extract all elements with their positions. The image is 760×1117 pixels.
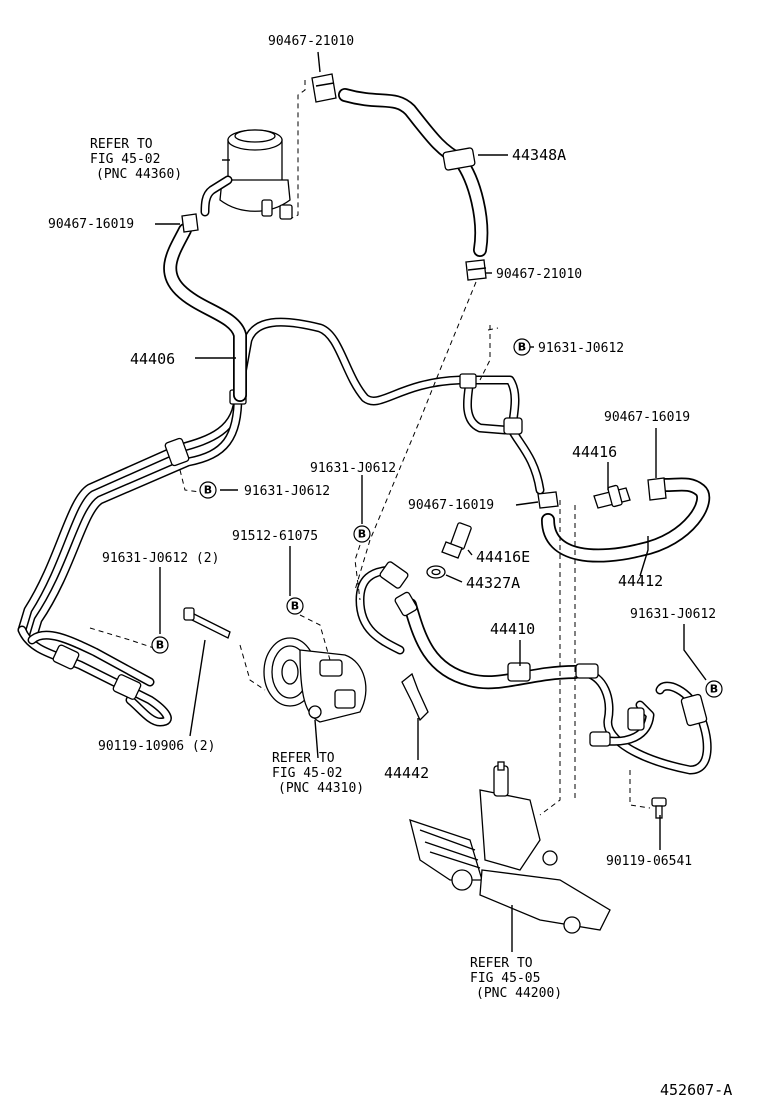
badge-b-right: B [705, 680, 723, 698]
union-44416 [593, 484, 631, 509]
badge-b-top: B [513, 338, 531, 356]
power-steering-pump [263, 637, 367, 723]
reservoir [200, 129, 293, 220]
pressure-hose-44410 [355, 561, 582, 690]
figure-id: 452607-A [660, 1081, 732, 1099]
label-bolt-91512: 91512-61075 [232, 529, 318, 544]
label-reservoir-ref-3: (PNC 44360) [96, 167, 182, 182]
label-bolt-b-left: 91631-J0612 [244, 484, 330, 499]
badge-b-bolt91512: B [286, 597, 304, 615]
badge-b-pair: B [151, 636, 169, 654]
label-gasket-44327a: 44327A [466, 574, 520, 592]
svg-text:B: B [358, 528, 366, 541]
label-union-44416e: 44416E [476, 548, 530, 566]
label-reservoir-ref-1: REFER TO [90, 137, 153, 152]
clip-center [537, 491, 559, 509]
svg-text:B: B [710, 683, 718, 696]
label-bracket-44442: 44442 [384, 764, 429, 782]
clip-reservoir [181, 213, 199, 233]
label-return-hose: 44348A [512, 146, 566, 164]
supply-hose [163, 223, 247, 402]
label-reservoir-ref-2: FIG 45-02 [90, 152, 160, 167]
label-gear-ref-1: REFER TO [470, 956, 533, 971]
clip-top [311, 73, 337, 103]
label-pump-ref-2: FIG 45-02 [272, 766, 342, 781]
right-tube-assembly [575, 663, 712, 775]
label-clip-center: 90467-16019 [408, 498, 494, 513]
label-reservoir-clip: 90467-16019 [48, 217, 134, 232]
label-pump-ref-3: (PNC 44310) [278, 781, 364, 796]
svg-text:B: B [156, 639, 164, 652]
hose-44412 [541, 477, 711, 563]
label-bolt-b-top: 91631-J0612 [538, 341, 624, 356]
bolt-90119-06541 [651, 797, 667, 819]
clip-right [647, 477, 667, 501]
label-right-clip: 90467-16019 [604, 410, 690, 425]
label-tube-44406: 44406 [130, 350, 175, 368]
steering-gear [409, 761, 611, 934]
label-gear-ref-2: FIG 45-05 [470, 971, 540, 986]
label-bolt-90119-pair: 90119-10906 (2) [98, 739, 215, 754]
label-bolt-b-center: 91631-J0612 [310, 461, 396, 476]
label-pump-ref-1: REFER TO [272, 751, 335, 766]
gasket-44327a [426, 565, 446, 579]
label-bolt-b-right: 91631-J0612 [630, 607, 716, 622]
label-bolt-b-pair: 91631-J0612 (2) [102, 551, 219, 566]
label-gear-ref-3: (PNC 44200) [476, 986, 562, 1001]
svg-text:B: B [291, 600, 299, 613]
dashed-leaders [89, 80, 651, 816]
svg-text:B: B [204, 484, 212, 497]
label-top-clip: 90467-21010 [268, 34, 354, 49]
union-44416e [441, 522, 472, 559]
label-bolt-90119-06541: 90119-06541 [606, 854, 692, 869]
label-hose-44412: 44412 [618, 572, 663, 590]
badge-b-left: B [199, 481, 217, 499]
svg-text:B: B [518, 341, 526, 354]
label-mid-clip: 90467-21010 [496, 267, 582, 282]
clip-mid [465, 259, 487, 281]
return-tube-44406 [17, 317, 545, 727]
long-bolt [183, 607, 231, 639]
badge-b-center: B [353, 525, 371, 543]
return-hose-44348a [338, 88, 489, 257]
leader-lines [155, 51, 707, 952]
bracket-44442 [401, 672, 429, 722]
label-pressure-hose: 44410 [490, 620, 535, 638]
label-union-44416: 44416 [572, 443, 617, 461]
